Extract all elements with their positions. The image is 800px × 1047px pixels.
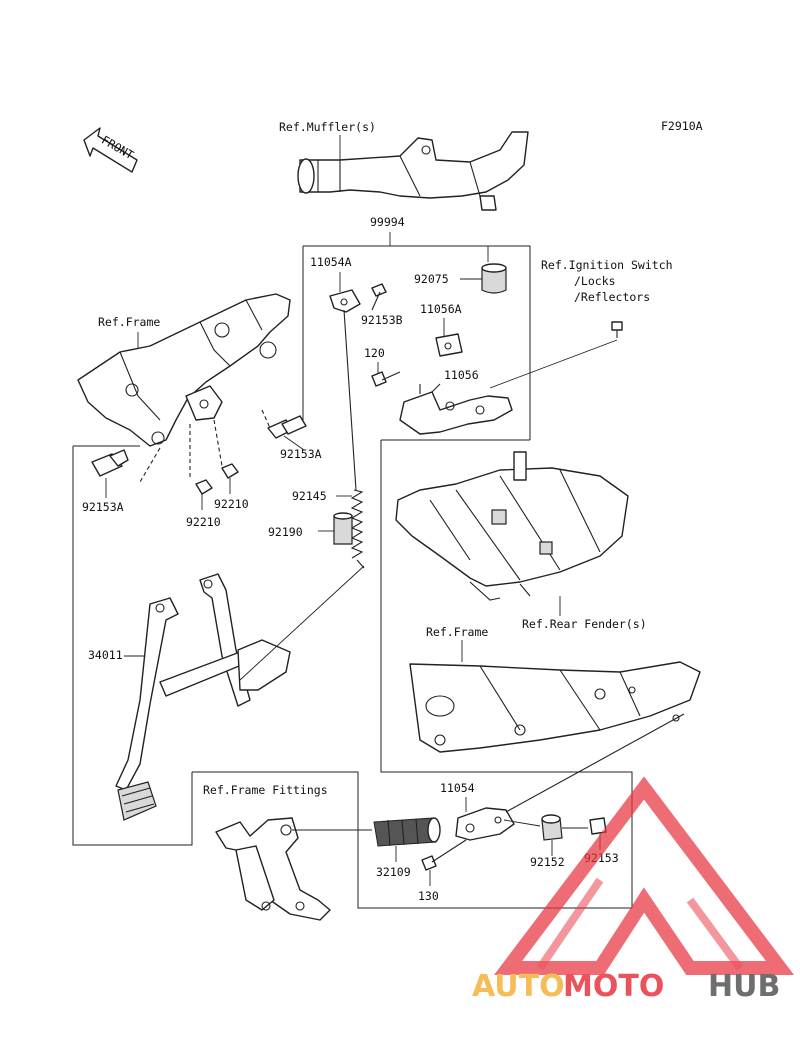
ref-muffler-label: Ref.Muffler(s) [279, 120, 376, 134]
part-92210-right-label: 92210 [214, 497, 249, 511]
ref-locks-label: /Locks [574, 274, 616, 288]
automotohub-logo: AUTO MOTO HUB [472, 776, 795, 1004]
ref-ignition-switch-label: Ref.Ignition Switch [541, 258, 673, 272]
pin-92153A-upper [267, 415, 307, 439]
pin-92153A-lower [91, 449, 129, 477]
part-92145-label: 92145 [292, 489, 327, 503]
part-92153A-lower-label: 92153A [82, 500, 124, 514]
rubber-32109 [373, 817, 441, 847]
figure-code: F2910A [661, 119, 703, 133]
part-11054-label: 11054 [440, 781, 475, 795]
front-arrow-icon: FRONT [83, 127, 138, 173]
part-92152-label: 92152 [530, 855, 565, 869]
ref-reflectors-label: /Reflectors [574, 290, 650, 304]
bolt-120 [371, 371, 401, 387]
logo-text-hub: HUB [708, 969, 780, 1004]
reflector-bolt [611, 321, 623, 338]
logo-text-auto: AUTO [472, 969, 565, 1004]
bolt-130 [421, 839, 467, 871]
part-11054A-label: 11054A [310, 255, 352, 269]
bracket-11056 [399, 383, 513, 435]
bolt-92153B [371, 283, 387, 311]
ref-frame-top-label: Ref.Frame [98, 315, 160, 329]
spring-bracket-11054A [329, 289, 361, 313]
part-130-label: 130 [418, 889, 439, 903]
part-92075-label: 92075 [414, 272, 449, 286]
part-92210-left-label: 92210 [186, 515, 221, 529]
muffler-bracket-drawing [297, 131, 529, 211]
frame-left-drawing [77, 293, 291, 447]
ref-frame-right-label: Ref.Frame [426, 625, 488, 639]
part-11056A-label: 11056A [420, 302, 462, 316]
part-32109-label: 32109 [376, 865, 411, 879]
damper-92075 [481, 263, 507, 294]
part-120-label: 120 [364, 346, 385, 360]
ref-frame-fittings-label: Ref.Frame Fittings [203, 783, 328, 797]
part-99994-label: 99994 [370, 215, 405, 229]
part-92153B-label: 92153B [361, 313, 403, 327]
bracket-11054 [455, 807, 515, 841]
part-92153A-upper-label: 92153A [280, 447, 322, 461]
frame-fittings-drawing [215, 817, 331, 921]
part-34011-label: 34011 [88, 648, 123, 662]
collar-92152 [541, 814, 563, 841]
logo-text-moto: MOTO [563, 969, 664, 1004]
ref-rear-fender-label: Ref.Rear Fender(s) [522, 617, 647, 631]
collar-92190 [333, 512, 353, 545]
part-92190-label: 92190 [268, 525, 303, 539]
center-stand-34011 [115, 573, 291, 821]
nut-92210-left [195, 479, 213, 495]
nut-92210-right [221, 463, 239, 479]
part-11056-label: 11056 [444, 368, 479, 382]
frame-right-drawing [409, 661, 701, 753]
bracket-11056A [435, 333, 463, 357]
rear-fender-drawing [395, 451, 629, 601]
